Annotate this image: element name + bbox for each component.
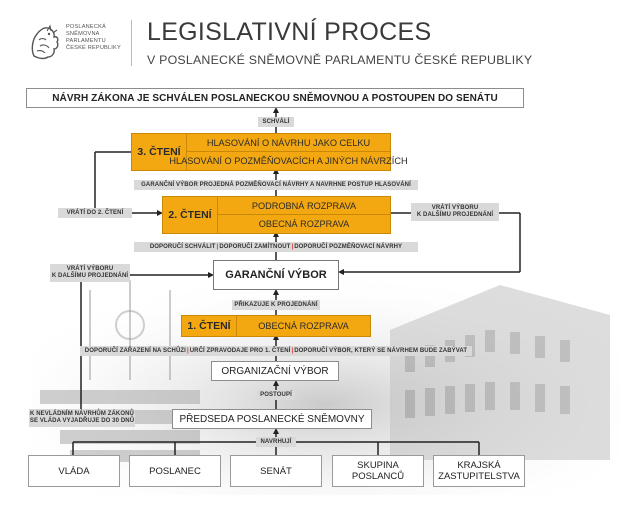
- logo-line: POSLANECKÁ: [66, 24, 106, 30]
- source-label: SKUPINA: [357, 460, 399, 471]
- committee-vote-procedure-tag: GARANČNÍ VÝBOR PROJEDNÁ POZMĚŇOVACÍ NÁVR…: [134, 180, 418, 190]
- approve-tag: SCHVÁLÍ: [258, 117, 294, 127]
- tag-part: DOPORUČÍ SCHVÁLIT: [149, 244, 216, 250]
- tag-part: DOPORUČÍ POZMĚŇOVACÍ NÁVRHY: [294, 244, 403, 250]
- return-to-committee-right-tag: VRÁTÍ VÝBORU K DALŠÍMU PROJEDNÁNÍ: [411, 203, 499, 221]
- tag-part: DOPORUČÍ ZAMÍTNOUT: [219, 244, 291, 250]
- government-opinion-tag: K NEVLÁDNÍM NÁVRHŮM ZÁKONŮ SE VLÁDA VYJA…: [29, 409, 135, 427]
- source-senate: SENÁT: [230, 455, 322, 487]
- source-label: POSLANEC: [149, 465, 201, 477]
- tag-line: K DALŠÍMU PROJEDNÁNÍ: [51, 273, 129, 279]
- second-reading-general-debate: OBECNÁ ROZPRAVA: [218, 215, 391, 234]
- source-regional-assemblies: KRAJSKÁ ZASTUPITELSTVA: [433, 455, 525, 487]
- logo-line: SNĚMOVNA: [66, 31, 100, 37]
- source-label: VLÁDA: [58, 465, 90, 477]
- source-label: SENÁT: [260, 465, 292, 477]
- parliament-lion-logo-icon: [31, 24, 59, 60]
- chairman-box: PŘEDSEDA POSLANECKÉ SNĚMOVNY: [172, 409, 372, 429]
- assign-tag: PŘIKAZUJE K PROJEDNÁNÍ: [232, 300, 320, 310]
- tag-part: DOPORUČÍ VÝBOR, KTERÝ SE NÁVRHEM BUDE ZA…: [294, 348, 468, 354]
- tag-part: DOPORUČÍ ZAŘAZENÍ NA SCHŮZI: [84, 348, 186, 354]
- source-government: VLÁDA: [28, 455, 120, 487]
- third-reading-label: 3. ČTENÍ: [131, 133, 187, 171]
- third-reading-vote-whole: HLASOVÁNÍ O NÁVRHU JAKO CELKU: [187, 133, 391, 152]
- page-title: LEGISLATIVNÍ PROCES: [147, 18, 432, 46]
- source-deputy: POSLANEC: [129, 455, 221, 487]
- result-banner: NÁVRH ZÁKONA JE SCHVÁLEN POSLANECKOU SNĚ…: [26, 88, 524, 108]
- return-to-committee-left-tag: VRÁTÍ VÝBORU K DALŠÍMU PROJEDNÁNÍ: [50, 264, 130, 282]
- return-to-second-reading-tag: VRÁTÍ DO 2. ČTENÍ: [58, 208, 132, 218]
- logo-text: POSLANECKÁ SNĚMOVNA PARLAMENTU ČESKÉ REP…: [66, 24, 121, 52]
- source-group-of-deputies: SKUPINA POSLANCŮ: [332, 455, 424, 487]
- source-label: POSLANCŮ: [351, 471, 405, 482]
- tag-line: VRÁTÍ VÝBORU: [431, 205, 479, 211]
- first-reading-general-debate: OBECNÁ ROZPRAVA: [237, 315, 371, 337]
- tag-line: K NEVLÁDNÍM NÁVRHŮM ZÁKONŮ: [30, 411, 134, 417]
- source-label: ZASTUPITELSTVA: [438, 471, 520, 482]
- tag-line: K DALŠÍMU PROJEDNÁNÍ: [416, 212, 494, 218]
- second-reading-detailed-debate: PODROBNÁ ROZPRAVA: [218, 196, 391, 215]
- page-subtitle: V POSLANECKÉ SNĚMOVNĚ PARLAMENTU ČESKÉ R…: [147, 53, 533, 67]
- committee-recommendation-tag: DOPORUČÍ SCHVÁLIT|DOPORUČÍ ZAMÍTNOUT|DOP…: [134, 242, 418, 252]
- tag-line: SE VLÁDA VYJADŘUJE DO 30 DNŮ: [29, 418, 135, 424]
- organizational-committee-box: ORGANIZAČNÍ VÝBOR: [211, 361, 339, 381]
- guarantee-committee-box: GARANČNÍ VÝBOR: [213, 260, 339, 290]
- third-reading-vote-amendments: HLASOVÁNÍ O POZMĚŇOVACÍCH A JINÝCH NÁVRZ…: [169, 152, 408, 171]
- second-reading-label: 2. ČTENÍ: [162, 196, 218, 234]
- propose-tag: NAVRHUJÍ: [256, 437, 296, 447]
- first-reading-label: 1. ČTENÍ: [181, 315, 237, 337]
- tag-line: VRÁTÍ VÝBORU: [66, 266, 114, 272]
- logo-line: ČESKÉ REPUBLIKY: [66, 45, 121, 51]
- tag-part: URČÍ ZPRAVODAJE PRO 1. ČTENÍ: [189, 348, 291, 354]
- organizational-recommendation-tag: DOPORUČÍ ZAŘAZENÍ NA SCHŮZI|URČÍ ZPRAVOD…: [80, 346, 472, 356]
- header-divider: [131, 20, 132, 66]
- forward-tag: POSTOUPÍ: [257, 390, 295, 400]
- logo-line: PARLAMENTU: [66, 38, 106, 44]
- source-label: KRAJSKÁ: [457, 460, 501, 471]
